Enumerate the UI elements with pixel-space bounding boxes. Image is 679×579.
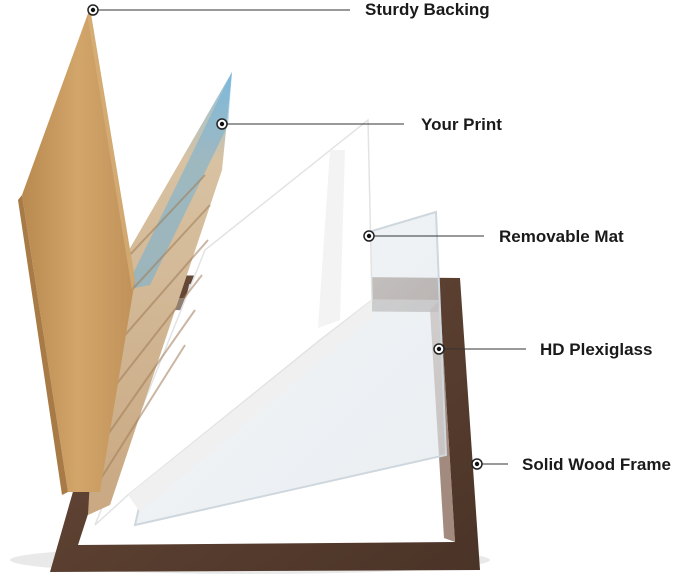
callout-dots <box>87 4 483 470</box>
label-hd-plexiglass: HD Plexiglass <box>540 340 653 359</box>
removable-mat <box>94 118 373 526</box>
backing-board <box>18 8 135 495</box>
label-removable-mat: Removable Mat <box>499 227 624 246</box>
print-sheet <box>88 72 232 515</box>
label-sturdy-backing: Sturdy Backing <box>365 0 490 19</box>
label-solid-wood-frame: Solid Wood Frame <box>522 455 671 474</box>
label-your-print: Your Print <box>421 115 502 134</box>
